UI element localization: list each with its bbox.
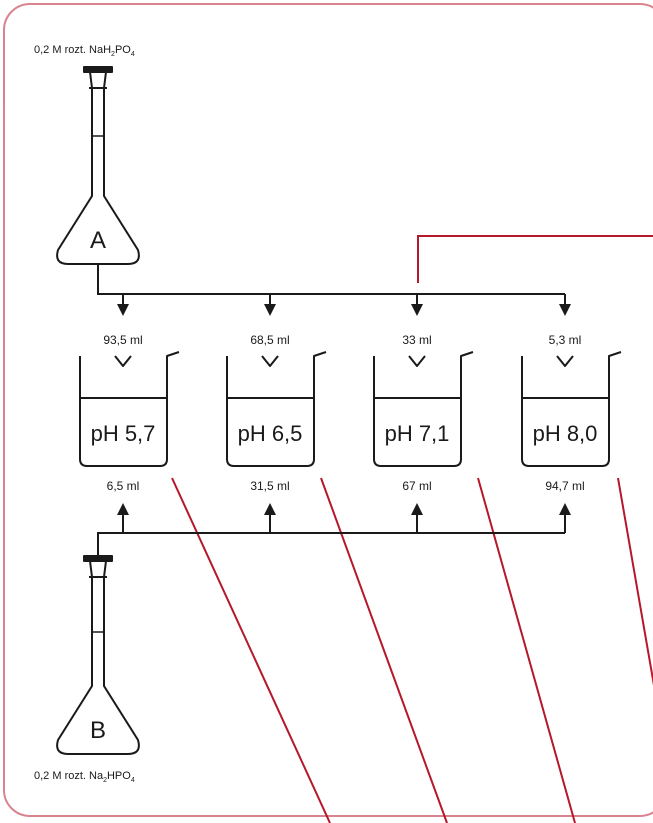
leader-line-2: [320, 477, 448, 823]
beaker-3-volume-b: 67 ml: [402, 479, 431, 493]
arrowheads-down: [117, 304, 571, 316]
beaker-1-volume-b: 6,5 ml: [107, 479, 140, 493]
leader-line-3: [477, 477, 576, 823]
manifold-from-flask-a: [97, 265, 566, 306]
beaker-1-volume-a: 93,5 ml: [103, 333, 142, 347]
beaker-2-volume-b: 31,5 ml: [250, 479, 289, 493]
beaker-4-volume-a: 5,3 ml: [549, 333, 582, 347]
beaker-3-volume-a: 33 ml: [402, 333, 431, 347]
beaker-4: [521, 351, 622, 467]
reagent-b-label: 0,2 M rozt. Na2HPO4: [34, 770, 135, 784]
beaker-4-volume-b: 94,7 ml: [545, 479, 584, 493]
volumetric-flask-b: [56, 555, 140, 755]
beaker-3: [373, 351, 474, 467]
arrowheads-up: [117, 503, 571, 515]
leader-line-4: [617, 477, 653, 686]
beaker-1: [79, 351, 180, 467]
reagent-a-label: 0,2 M rozt. NaH2PO4: [34, 44, 135, 58]
beaker-4-ph-label: pH 8,0: [533, 421, 598, 446]
beaker-2-ph-label: pH 6,5: [238, 421, 303, 446]
beaker-3-ph-label: pH 7,1: [385, 421, 450, 446]
flask-a-letter: A: [90, 227, 106, 254]
leader-line-top: [417, 235, 653, 283]
beaker-1-ph-label: pH 5,7: [91, 421, 156, 446]
red-leader-lines: [171, 235, 653, 823]
volumetric-flask-a: [56, 66, 140, 265]
manifold-from-flask-b: [97, 513, 566, 555]
beaker-2-volume-a: 68,5 ml: [250, 333, 289, 347]
flask-b-letter: B: [90, 717, 106, 744]
beaker-2: [226, 351, 327, 467]
leader-line-1: [171, 477, 331, 823]
diagram-frame: [3, 3, 653, 817]
